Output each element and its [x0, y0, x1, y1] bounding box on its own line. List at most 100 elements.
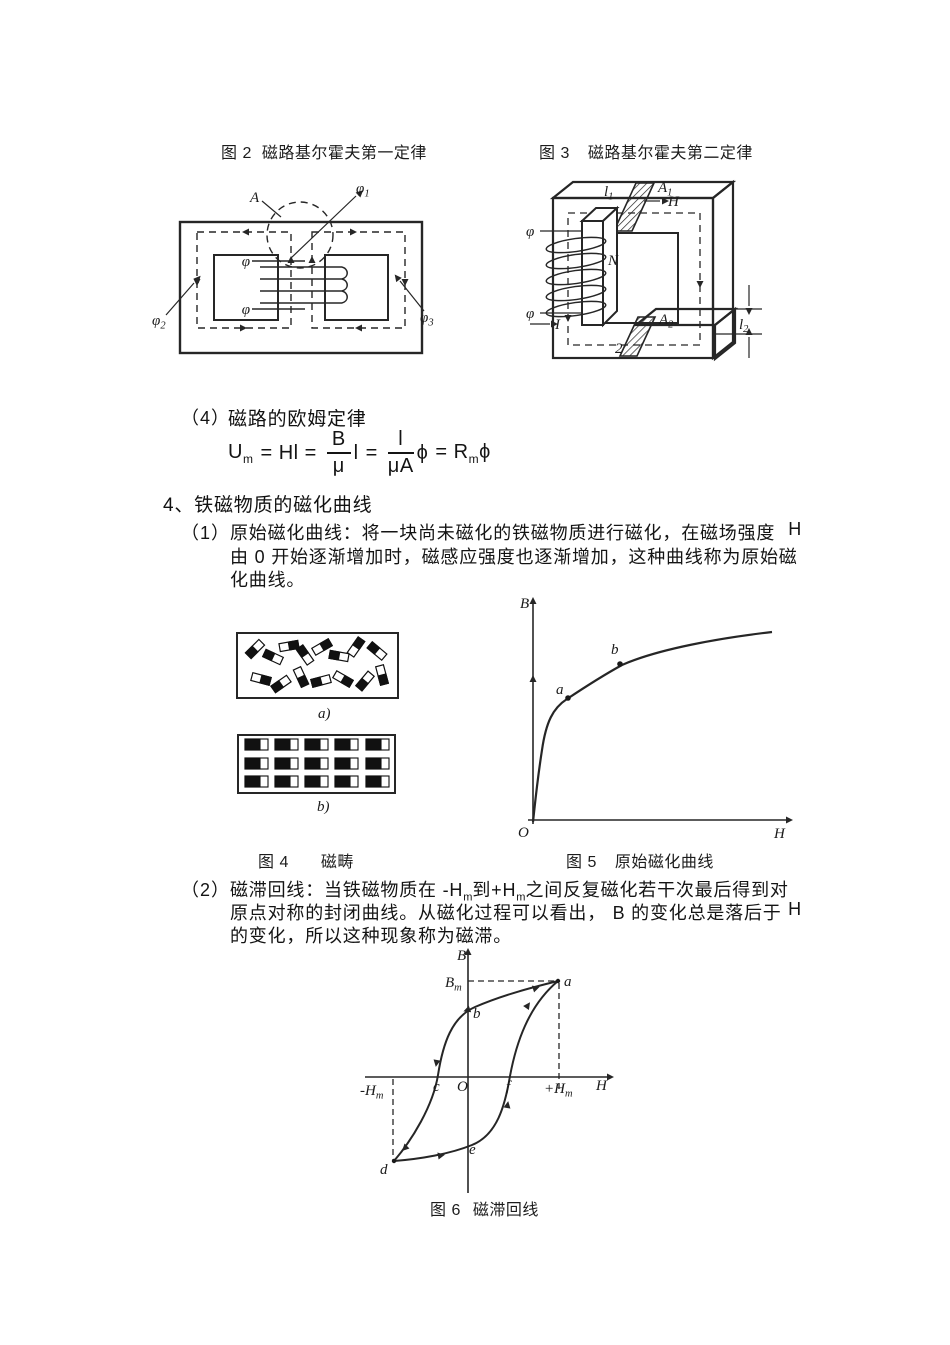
fig6-label-hm-neg: -Hm — [360, 1083, 384, 1102]
fig2-label-phi1: φ1 — [356, 181, 370, 200]
para2-line2: 原点对称的封闭曲线。从磁化过程可以看出， B 的变化总是落后于 H — [230, 899, 802, 925]
fig2-flux-arrows — [193, 228, 409, 332]
fig5-label-b-axis: B — [520, 596, 529, 612]
fig5-label-a: a — [556, 682, 564, 698]
fig5-curve — [531, 630, 773, 823]
fig6-direction-arrows — [402, 985, 540, 1160]
para1-line1-h: H — [788, 519, 802, 539]
fig6-guides — [392, 980, 560, 1160]
fig4-label-a: a) — [318, 706, 331, 722]
fig6-points — [391, 978, 561, 1164]
fig3-label-a1: A1 — [657, 180, 672, 199]
fig2-label-lead-top: φ — [242, 254, 250, 270]
para2-line1-b: 到+H — [472, 880, 517, 900]
formula-eq-hl: = Hl = — [260, 441, 317, 464]
figure-2-caption: 图 2 磁路基尔霍夫第一定律 — [221, 139, 427, 163]
para2-line1-a: 磁滞回线：当铁磁物质在 -H — [230, 880, 464, 900]
formula-eq2: = — [365, 441, 378, 464]
fig2-label-lead-bottom: φ — [242, 302, 250, 318]
figure-3-caption: 图 3 磁路基尔霍夫第二定律 — [539, 139, 753, 163]
fig2-core — [178, 220, 424, 355]
fig4-panel-b-domains — [244, 738, 390, 788]
fig6-label-e: e — [469, 1142, 476, 1158]
formula-l-tail: l — [353, 441, 359, 464]
fig6-label-origin: O — [457, 1079, 468, 1095]
fig6-axis-arrows — [464, 948, 614, 1081]
para1-line1-text: 原始磁化曲线：将一块尚未磁化的铁磁物质进行磁化，在磁场强度 — [230, 523, 776, 543]
fig2-flux-paths — [196, 201, 406, 329]
figure-6-caption-title: 磁滞回线 — [472, 1202, 539, 1219]
fig6-label-bm: Bm — [445, 975, 462, 994]
fig3-label-two: 2 — [615, 341, 623, 357]
fig6-label-b: b — [473, 1006, 481, 1022]
ohm-heading: 磁路的欧姆定律 — [228, 409, 367, 430]
fig5-axes — [528, 604, 786, 824]
fig3-label-l2: l2 — [739, 317, 749, 335]
formula-phi-tail: ϕ — [416, 441, 429, 464]
fig3-arrowheads — [551, 197, 753, 335]
figure-4-caption: 图 4 磁畴 — [258, 848, 354, 872]
figure-5-diagram: a b B H O — [518, 596, 793, 842]
fig4-panel-a-domains — [244, 636, 390, 694]
fig3-label-a2: A2 — [658, 312, 674, 331]
figure-2-diagram: A φ1 φ2 φ3 φ φ — [152, 181, 434, 355]
figure-5-caption-label: 图 5 — [566, 854, 597, 871]
fig6-axes — [365, 954, 608, 1193]
fig2-leader-arrowheads — [193, 190, 402, 284]
fig6-label-f: f — [506, 1079, 512, 1095]
figure-2-caption-label: 图 2 — [221, 145, 252, 162]
figure-3-diagram: A1 l1 H N φ φ I A2 l2 2 — [526, 179, 762, 362]
fig6-label-d: d — [380, 1162, 388, 1178]
para2-line3: 的变化，所以这种现象称为磁滞。 — [230, 926, 512, 946]
para2-hm-sub1: m — [463, 891, 473, 904]
fig5-label-b: b — [611, 642, 619, 658]
figure-4-caption-label: 图 4 — [258, 854, 289, 871]
fig3-cross-sections — [612, 182, 657, 357]
figure-2-caption-title: 磁路基尔霍夫第一定律 — [261, 145, 427, 162]
fig6-label-a: a — [564, 974, 572, 990]
fig3-coil — [545, 236, 607, 318]
para2-line2-h: H — [788, 899, 802, 919]
fig5-axis-arrows — [529, 597, 793, 824]
section-4-heading: 4、铁磁物质的磁化曲线 — [163, 495, 373, 516]
fig5-points — [565, 661, 623, 701]
figure-4-caption-title: 磁畴 — [320, 854, 354, 871]
fig6-label-hm-pos: +Hm — [544, 1081, 573, 1100]
fig4-panel-a-frame — [236, 632, 399, 699]
fig3-label-phi-top: φ — [526, 224, 534, 240]
figure-5-caption-title: 原始磁化曲线 — [614, 854, 714, 871]
figure-3-caption-label: 图 3 — [539, 145, 570, 162]
para2-item-number: （2） — [181, 880, 231, 900]
fig3-label-phi-bottom: φ — [526, 306, 534, 322]
fig2-label-area: A — [249, 190, 260, 206]
para2-line1-c: 之间反复磁化若干次最后得到对 — [525, 880, 789, 900]
fig3-leads-and-dims — [530, 200, 762, 358]
fig6-label-h-axis: H — [595, 1078, 608, 1094]
fig3-label-current: I — [554, 317, 561, 333]
fig2-leader-lines — [165, 195, 425, 316]
para1-line1: 原始磁化曲线：将一块尚未磁化的铁磁物质进行磁化，在磁场强度 H — [230, 519, 802, 545]
fig5-label-h-axis: H — [773, 826, 786, 842]
fig3-label-n: N — [607, 253, 619, 269]
fig4-label-b: b) — [317, 799, 330, 815]
para2-line2-b: B 的变化总是落后于 — [612, 903, 782, 923]
figure-4-diagram: a) b) — [236, 632, 399, 815]
fig6-label-b-axis: B — [457, 948, 466, 964]
figure-3-caption-title: 磁路基尔霍夫第二定律 — [587, 145, 753, 162]
fig2-label-phi3: φ3 — [420, 310, 434, 329]
formula-rm-phi: = Rmϕ — [435, 440, 491, 466]
para2-line2-a: 原点对称的封闭曲线。从磁化过程可以看出， — [230, 903, 606, 923]
formula-um: Um — [228, 440, 254, 466]
fig2-coil — [252, 260, 348, 310]
fig4-panel-b-frame — [237, 734, 396, 794]
ohm-item-number: （4） — [181, 408, 231, 428]
figure-5-caption: 图 5 原始磁化曲线 — [566, 848, 714, 872]
para2-line1: 磁滞回线：当铁磁物质在 -Hm到+Hm之间反复磁化若干次最后得到对 — [230, 876, 789, 904]
para1-line3: 化曲线。 — [230, 570, 306, 590]
fig5-label-origin: O — [518, 825, 529, 841]
para1-line2: 由 0 开始逐渐增加时，磁感应强度也逐渐增加，这种曲线称为原始磁 — [230, 547, 798, 567]
